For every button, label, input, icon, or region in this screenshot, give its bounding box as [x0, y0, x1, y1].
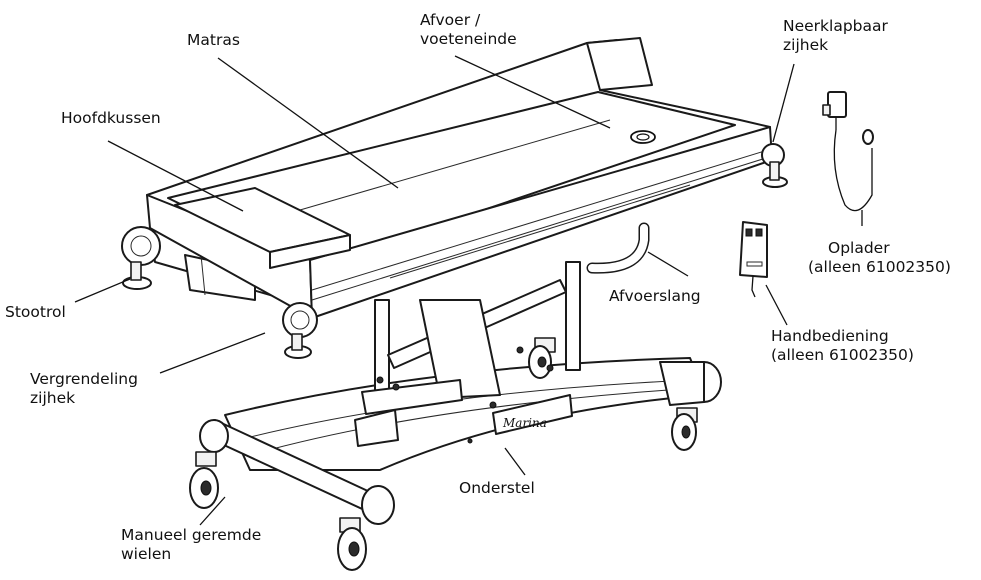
label-vergrendeling-zijhek: Vergrendeling zijhek — [30, 370, 138, 408]
label-handbediening-line2: (alleen 61002350) — [771, 346, 914, 364]
wheel-back-right — [671, 407, 698, 451]
bumpers — [121, 143, 788, 359]
leader-lines — [74, 55, 863, 526]
label-handbediening-line1: Handbediening — [771, 327, 889, 345]
wheel-front-left — [189, 451, 219, 509]
label-onderstel-text: Onderstel — [459, 479, 535, 497]
label-matras: Matras — [187, 31, 240, 50]
label-hoofdkussen-text: Hoofdkussen — [61, 109, 161, 127]
label-wielen: Manueel geremde wielen — [121, 526, 261, 564]
brand-logo-text: Marina — [502, 416, 547, 430]
headrest-cushion — [174, 187, 351, 269]
label-neerklapbaar-line2: zijhek — [783, 36, 829, 54]
label-vergrendeling-line2: zijhek — [30, 389, 76, 407]
charger — [822, 91, 874, 212]
label-neerklapbaar-line1: Neerklapbaar — [783, 17, 888, 35]
label-afvoer-line1: Afvoer / — [420, 11, 481, 29]
wheel-front-right — [337, 517, 367, 571]
label-oplader-line1: Oplader — [828, 239, 890, 257]
wheel-back-left — [528, 337, 556, 379]
shower-tub — [146, 37, 773, 319]
label-onderstel: Onderstel — [459, 479, 535, 498]
label-oplader: Oplader (alleen 61002350) — [808, 239, 951, 277]
label-stootrol: Stootrol — [5, 303, 66, 322]
wheels — [189, 337, 698, 571]
label-afvoer-line2: voeteneinde — [420, 30, 517, 48]
label-afvoer: Afvoer / voeteneinde — [420, 11, 517, 49]
label-afvoerslang: Afvoerslang — [609, 287, 701, 306]
label-afvoerslang-text: Afvoerslang — [609, 287, 701, 305]
chassis-frame: Marina — [199, 357, 722, 525]
label-wielen-line2: wielen — [121, 545, 172, 563]
label-wielen-line1: Manueel geremde — [121, 526, 262, 544]
hand-control — [739, 221, 768, 298]
scissor-lift — [354, 222, 650, 447]
label-hoofdkussen: Hoofdkussen — [61, 109, 161, 128]
label-matras-text: Matras — [187, 31, 240, 49]
label-handbediening: Handbediening (alleen 61002350) — [771, 327, 914, 365]
label-oplader-line2: (alleen 61002350) — [808, 258, 951, 276]
label-stootrol-text: Stootrol — [5, 303, 66, 321]
label-neerklapbaar-zijhek: Neerklapbaar zijhek — [783, 17, 888, 55]
label-vergrendeling-line1: Vergrendeling — [30, 370, 138, 388]
